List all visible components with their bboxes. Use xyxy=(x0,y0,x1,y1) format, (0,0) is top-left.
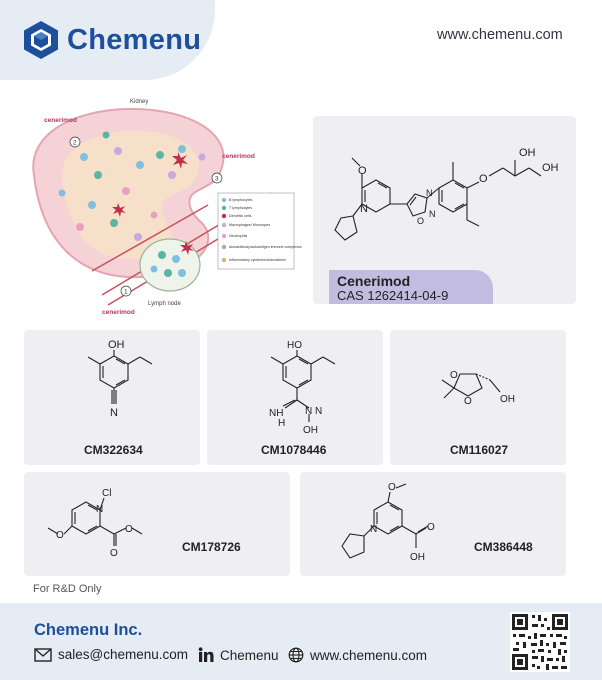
diagram-legend: B lymphocytes T lymphocytes Dendritic ce… xyxy=(221,197,302,263)
svg-text:1: 1 xyxy=(124,289,128,296)
svg-text:NH: NH xyxy=(269,408,283,419)
envelope-icon xyxy=(34,647,52,662)
svg-text:3: 3 xyxy=(215,176,219,183)
svg-text:OH: OH xyxy=(108,339,125,351)
product-card-cm178726[interactable]: Cl N O O O CM178726 xyxy=(24,472,290,576)
svg-text:HO: HO xyxy=(287,340,302,351)
brand-name: Chemenu xyxy=(67,23,202,56)
svg-text:T lymphocytes: T lymphocytes xyxy=(229,206,252,210)
svg-text:Dendritic cells: Dendritic cells xyxy=(229,214,252,218)
immune-cells xyxy=(58,131,206,241)
svg-text:Neutrophils: Neutrophils xyxy=(229,234,247,238)
svg-text:O: O xyxy=(479,173,488,185)
kidney-lymph-diagram: Kidney Lymph xyxy=(22,95,304,320)
logo-hexagon-icon xyxy=(24,21,58,59)
svg-text:N: N xyxy=(360,203,368,215)
compound-name: Cenerimod xyxy=(337,273,411,289)
cenerimod-structure: OH OH O O N N O N xyxy=(334,147,559,241)
mechanism-illustration: Kidney Lymph xyxy=(32,99,302,316)
product-card-cm386448[interactable]: O N O OH CM386448 xyxy=(300,472,566,576)
svg-text:OH: OH xyxy=(500,394,515,405)
svg-text:2: 2 xyxy=(73,140,77,147)
drug-label-3: cenerimod xyxy=(102,309,135,316)
drug-label-2: cenerimod xyxy=(222,153,255,160)
svg-text:N: N xyxy=(426,188,433,198)
diagram-legend-box xyxy=(217,192,295,270)
brand-logo[interactable]: Chemenu xyxy=(22,20,201,60)
header-website-link[interactable]: www.chemenu.com xyxy=(437,27,563,43)
cm178726-structure: Cl N O O O xyxy=(47,488,143,559)
email-contact[interactable]: sales@chemenu.com xyxy=(34,647,188,662)
svg-text:O: O xyxy=(358,165,367,177)
cm1078446-structure: HO NH H N N OH xyxy=(269,340,336,436)
lymph-node-label: Lymph node xyxy=(148,301,181,307)
featured-compound-label: Cenerimod CAS 1262414-04-9 xyxy=(329,270,493,304)
svg-text:O: O xyxy=(125,524,133,535)
kidney-label: Kidney xyxy=(130,99,148,105)
svg-text:Macrophages/ Monocytes: Macrophages/ Monocytes xyxy=(229,223,270,227)
linkedin-icon xyxy=(198,647,214,662)
svg-text:O: O xyxy=(388,482,396,493)
svg-text:Inflammatory cytokines/chemoki: Inflammatory cytokines/chemokines xyxy=(229,258,286,262)
svg-text:N: N xyxy=(110,407,118,419)
svg-text:O: O xyxy=(450,370,458,381)
website-contact[interactable]: www.chemenu.com xyxy=(288,647,427,663)
email-text: sales@chemenu.com xyxy=(58,647,189,662)
svg-text:H: H xyxy=(278,418,285,429)
product-card-cm1078446[interactable]: HO NH H N N OH CM1078446 xyxy=(207,330,383,465)
product-code: CM386448 xyxy=(474,540,533,554)
svg-text:OH: OH xyxy=(519,147,536,159)
svg-text:N: N xyxy=(429,209,436,219)
company-name: Chemenu Inc. xyxy=(34,621,143,639)
svg-text:O: O xyxy=(464,396,472,407)
svg-text:N: N xyxy=(96,504,103,515)
svg-text:O: O xyxy=(56,530,64,541)
product-code: CM322634 xyxy=(84,443,143,457)
svg-text:OH: OH xyxy=(410,552,425,563)
product-card-cm116027[interactable]: O O OH CM116027 xyxy=(390,330,566,465)
compound-cas: CAS 1262414-04-9 xyxy=(337,288,449,303)
cm386448-structure: O N O OH xyxy=(341,482,435,563)
featured-compound-card[interactable]: OH OH O O N N O N Cenerimod CAS 1262414-… xyxy=(313,116,576,304)
product-code: CM1078446 xyxy=(261,443,327,457)
drug-label-1: cenerimod xyxy=(44,117,77,124)
svg-text:B lymphocytes: B lymphocytes xyxy=(229,198,253,202)
cm322634-structure: OH N xyxy=(87,339,153,419)
cm116027-structure: O O OH xyxy=(441,370,515,407)
cenerimod-atoms: OH OH O O N N O N xyxy=(358,147,559,226)
svg-text:OH: OH xyxy=(542,162,559,174)
website-text: www.chemenu.com xyxy=(310,647,428,663)
step-marker-2 xyxy=(69,136,81,148)
svg-text:O: O xyxy=(110,548,118,559)
step-marker-1 xyxy=(120,285,132,297)
linkedin-text: Chemenu xyxy=(220,647,279,663)
step-marker-3 xyxy=(211,172,223,184)
rd-only-note: For R&D Only xyxy=(33,583,102,595)
globe-icon xyxy=(288,647,304,663)
svg-text:N: N xyxy=(370,524,377,535)
product-code: CM116027 xyxy=(450,443,509,457)
svg-text:OH: OH xyxy=(303,425,318,436)
linkedin-contact[interactable]: Chemenu xyxy=(198,647,279,663)
kidney-inner xyxy=(62,130,199,260)
svg-text:N: N xyxy=(305,406,312,417)
svg-text:Autoantibody/autoantigen immun: Autoantibody/autoantigen immune complexe… xyxy=(229,245,302,249)
footer: Chemenu Inc. sales@chemenu.com Chemenu w… xyxy=(0,603,602,680)
svg-text:Cl: Cl xyxy=(102,488,111,499)
qr-code-icon xyxy=(512,614,568,670)
svg-text:O: O xyxy=(417,216,424,226)
qr-code[interactable] xyxy=(510,612,570,672)
svg-text:O: O xyxy=(427,522,435,533)
lymph-node-shape xyxy=(139,238,201,292)
product-code: CM178726 xyxy=(182,540,241,554)
product-card-cm322634[interactable]: OH N CM322634 xyxy=(24,330,200,465)
lymph-cells xyxy=(150,241,194,277)
svg-text:N: N xyxy=(315,406,322,417)
